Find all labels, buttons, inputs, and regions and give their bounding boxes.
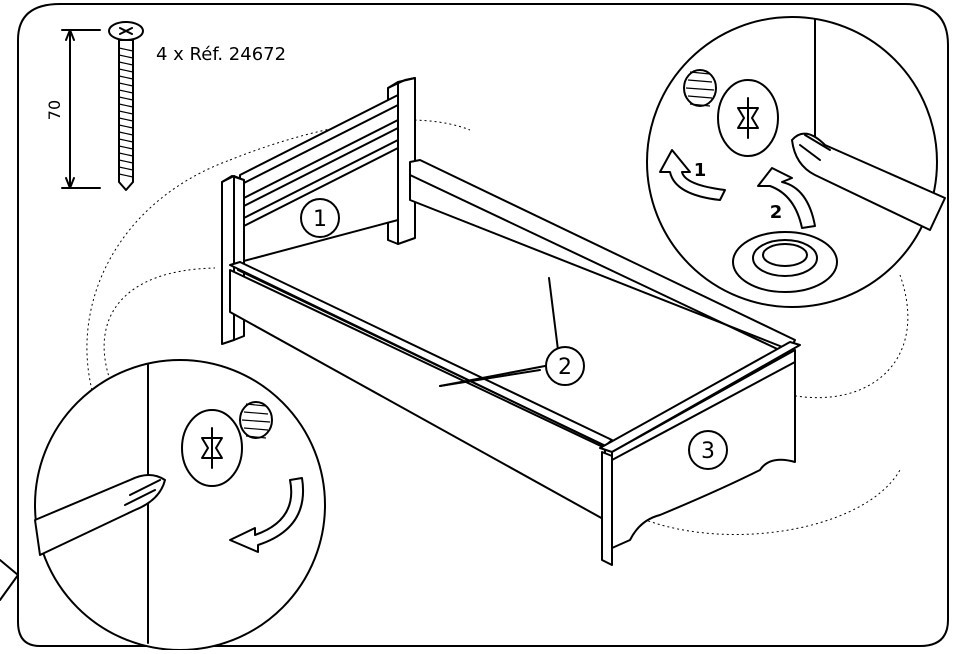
detail-insert-cap: 1 2 xyxy=(646,16,946,308)
detail-leader-lines xyxy=(86,119,909,535)
screw-cap-icon xyxy=(732,231,838,293)
footboard-callout-number: 3 xyxy=(701,439,715,464)
screw-spec: 70 4 x Réf. 24672 xyxy=(45,21,286,191)
footboard-callout: 3 xyxy=(688,430,728,470)
headboard-callout: 1 xyxy=(300,198,340,238)
screwdriver-icon xyxy=(791,132,946,231)
screw-icon xyxy=(108,21,144,191)
screw-length-label: 70 xyxy=(45,100,64,120)
side-rails-callout: 2 xyxy=(439,277,585,387)
side-rail-near xyxy=(229,261,613,521)
page-edge-tab-icon xyxy=(0,559,19,601)
screw-quantity-reference: 4 x Réf. 24672 xyxy=(156,44,286,65)
detail-screw-in xyxy=(34,359,326,651)
rotate-arrow-icon xyxy=(659,149,816,229)
screwdriver-icon xyxy=(34,474,166,556)
rotate-arrow-icon xyxy=(229,477,304,553)
page-frame xyxy=(0,3,949,647)
side-rails-callout-number: 2 xyxy=(558,355,572,380)
step-two-label: 2 xyxy=(770,202,783,223)
screw-head-icon xyxy=(181,401,273,487)
step-one-label: 1 xyxy=(694,160,707,181)
headboard-callout-number: 1 xyxy=(313,207,327,232)
screw-head-icon xyxy=(683,69,779,157)
